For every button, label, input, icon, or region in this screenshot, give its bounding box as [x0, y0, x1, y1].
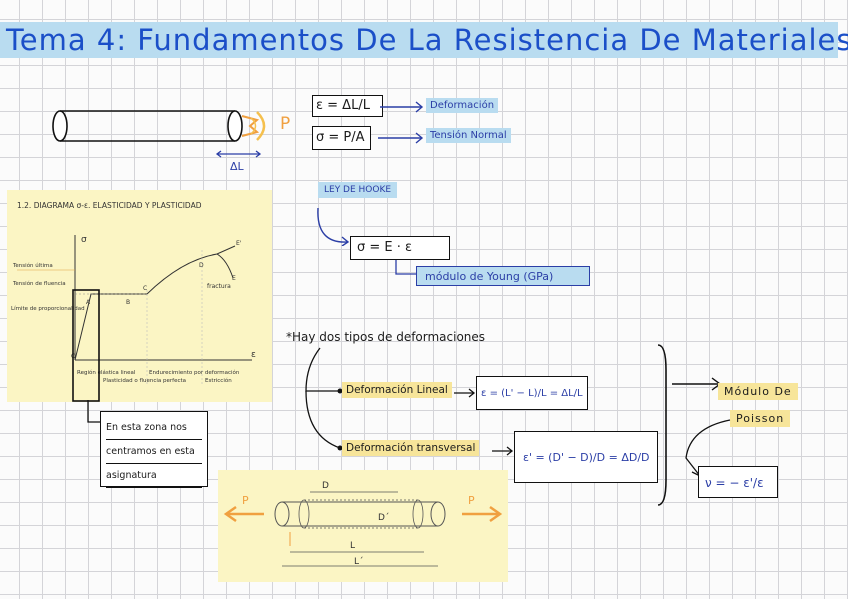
- hooke-arrow: [317, 207, 350, 246]
- diagram-y-axis: σ: [81, 235, 87, 245]
- diagram-region-1: Región elástica lineal: [77, 369, 136, 376]
- diagram-x-axis: ε: [251, 350, 256, 360]
- def-lineal-label: Deformación Lineal: [342, 382, 452, 398]
- tension-normal-label: Tensión Normal: [426, 128, 511, 143]
- def-transversal-label: Deformación transversal: [342, 440, 480, 456]
- note-arrow: [87, 400, 100, 423]
- young-arrow: [395, 260, 418, 275]
- note-line-3: asignatura: [106, 464, 202, 488]
- transverse-strain-formula: ε' = (D' − D)/D = ΔD/D: [514, 431, 658, 483]
- diagram-point-c: C: [143, 285, 147, 292]
- specimen-figure: P P D D´ L L´: [218, 470, 508, 582]
- tipos-brace: [305, 347, 343, 451]
- diagram-region-4: Estricción: [205, 377, 232, 384]
- formula-arrows: [378, 101, 424, 144]
- def-lineal-arrow: [454, 388, 476, 398]
- note-line-1: En esta zona nos: [106, 416, 202, 440]
- poisson-formula: ν = − ε'/ε: [698, 466, 778, 498]
- poisson-title-1: Módulo De: [718, 383, 798, 400]
- specimen-p-right: P: [468, 494, 475, 507]
- specimen-l-prime: L´: [354, 556, 364, 567]
- stress-formula: σ = P/A: [312, 126, 371, 150]
- note-box: En esta zona nos centramos en esta asign…: [100, 411, 208, 488]
- diagram-fractura: fractura: [207, 283, 231, 290]
- specimen-d: D: [322, 481, 329, 491]
- diagram-tension-fluencia: Tensión de fluencia: [12, 280, 66, 287]
- page-title: Tema 4: Fundamentos De La Resistencia De…: [0, 22, 848, 58]
- bar-sketch: [52, 110, 266, 158]
- deformacion-label: Deformación: [426, 98, 499, 113]
- bar-force-label: P: [280, 114, 291, 134]
- diagram-point-eprime: E': [236, 240, 242, 247]
- diagram-region-2: Plasticidad o fluencia perfecta: [103, 378, 186, 384]
- diagram-title: 1.2. DIAGRAMA σ-ε. ELASTICIDAD Y PLASTIC…: [17, 201, 202, 210]
- poisson-title-2: Poisson: [730, 410, 791, 427]
- specimen-l: L: [350, 541, 355, 551]
- hooke-formula: σ = E · ε: [350, 236, 450, 260]
- diagram-point-e: E: [232, 275, 236, 282]
- hooke-title: LEY DE HOOKE: [318, 182, 398, 198]
- strain-formula: ε = ΔL/L: [312, 95, 383, 117]
- tipos-deformacion: *Hay dos tipos de deformaciones: [286, 330, 486, 344]
- stress-strain-diagram: 1.2. DIAGRAMA σ-ε. ELASTICIDAD Y PLASTIC…: [7, 190, 272, 402]
- specimen-p-left: P: [242, 494, 249, 507]
- diagram-tension-ultima: Tensión última: [12, 262, 53, 269]
- def-transversal-arrow: [492, 446, 514, 456]
- young-modulus-label: módulo de Young (GPa): [416, 266, 590, 286]
- note-line-2: centramos en esta: [106, 440, 202, 464]
- specimen-d-prime: D´: [378, 512, 389, 523]
- diagram-limite: Límite de proporcionalidad: [11, 305, 85, 312]
- diagram-point-a: A: [86, 299, 91, 306]
- bar-delta-label: ΔL: [230, 160, 244, 173]
- diagram-point-d: D: [199, 262, 204, 269]
- diagram-point-b: B: [126, 299, 130, 306]
- diagram-region-3: Endurecimiento por deformación: [149, 369, 240, 376]
- linear-strain-formula: ε = (L' − L)/L = ΔL/L: [476, 376, 588, 410]
